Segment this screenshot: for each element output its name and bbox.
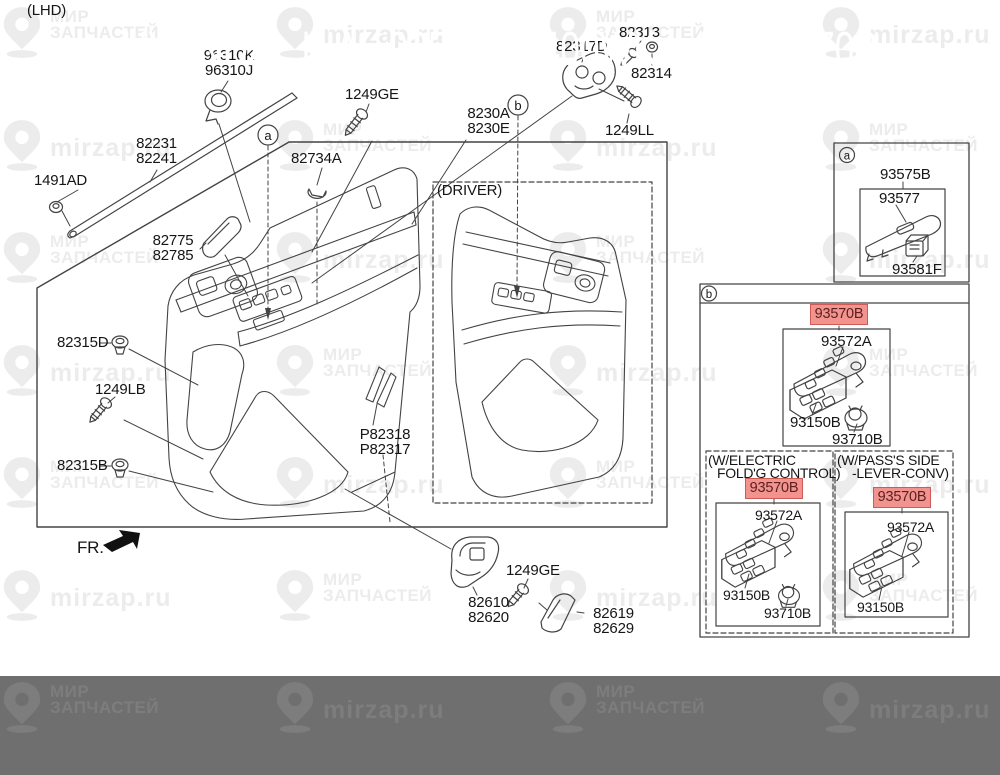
tweeter-96310 bbox=[204, 89, 232, 125]
pass-box bbox=[834, 450, 954, 634]
callout-93572a-main: 93572A bbox=[821, 333, 872, 350]
door-panel-passenger bbox=[164, 167, 421, 520]
clip-82315b bbox=[111, 458, 129, 478]
driver-box bbox=[432, 181, 653, 504]
view-b-circle bbox=[507, 94, 529, 116]
callout-1249ge-top: 1249GE bbox=[345, 86, 399, 103]
clip-82315d bbox=[111, 335, 129, 355]
fr-arrow-icon bbox=[103, 530, 140, 552]
view-b-box-letter: b bbox=[706, 289, 712, 301]
inner-handle-82610 bbox=[450, 536, 500, 588]
clip-82734a bbox=[307, 188, 327, 199]
switch-assy-93150b-pass bbox=[849, 527, 923, 598]
screw-1249ll bbox=[616, 85, 642, 109]
electric-box bbox=[705, 450, 834, 634]
switch-assy-93150b-electric bbox=[721, 517, 795, 588]
callout-82315b: 82315B bbox=[57, 457, 108, 474]
view-b-letter: b bbox=[514, 98, 521, 113]
callout-82315d: 82315D bbox=[57, 334, 109, 351]
callout-82231: 82231 82241 bbox=[136, 135, 177, 167]
callout-93572a-pass: 93572A bbox=[887, 519, 935, 535]
pass-inner-box bbox=[844, 511, 949, 618]
callout-96310: 96310K 96310J bbox=[196, 48, 262, 78]
pass-caption-1: (W/PASS'S SIDE bbox=[837, 452, 940, 468]
reflector-p82318 bbox=[365, 366, 386, 403]
callout-82734a: 82734A bbox=[291, 150, 342, 167]
callout-93572a-electric: 93572A bbox=[755, 507, 803, 523]
part-number-banner-text: HYUNDAI KIA - 935703W400WK N - 93570B bbox=[122, 0, 878, 99]
grommet-1491ad bbox=[48, 200, 64, 214]
fr-label: FR. bbox=[77, 538, 104, 557]
callout-1249ll: 1249LL bbox=[605, 122, 654, 139]
handle-cover-82775 bbox=[202, 216, 242, 258]
grommet-82314 bbox=[645, 41, 659, 53]
callout-93710b-main: 93710B bbox=[832, 431, 883, 448]
callout-8230: 8230A 8230E bbox=[467, 105, 510, 137]
callout-93710b-electric: 93710B bbox=[764, 605, 812, 621]
highlight-93570b-electric: 93570B bbox=[745, 478, 803, 499]
callout-1249ge-bottom: 1249GE bbox=[506, 562, 560, 579]
callout-82314: 82314 bbox=[631, 65, 672, 82]
pass-caption-2: -LEVER-CONV) bbox=[852, 465, 949, 481]
callout-1249lb: 1249LB bbox=[95, 381, 146, 398]
handle-cap-82619 bbox=[540, 593, 576, 633]
reflector-p82317 bbox=[376, 372, 397, 408]
callout-82610: 82610 82620 bbox=[468, 594, 509, 626]
callout-93575b: 93575B bbox=[880, 166, 931, 183]
callout-93577: 93577 bbox=[879, 190, 920, 207]
callout-93150b-electric: 93150B bbox=[723, 587, 771, 603]
mirror-switch-93710b-electric bbox=[777, 583, 801, 608]
highlight-93570b-pass: 93570B bbox=[873, 487, 931, 508]
callout-96310j: 96310J bbox=[204, 62, 253, 79]
bracket-82317d bbox=[562, 52, 616, 99]
callout-93150b-main: 93150B bbox=[790, 414, 841, 431]
callout-82313: 82313 bbox=[619, 24, 660, 41]
view-b-main-inner-box bbox=[782, 328, 891, 447]
main-box bbox=[36, 141, 668, 528]
electric-caption-1: (W/ELECTRIC bbox=[708, 452, 796, 468]
callout-93150b-pass: 93150B bbox=[857, 599, 905, 615]
banner-oem-number: HYUNDAI KIA - 935703W400WK bbox=[121, 23, 657, 76]
callout-93581f: 93581F bbox=[892, 261, 942, 278]
driver-caption: (DRIVER) bbox=[437, 182, 503, 199]
screw-1249ge-bottom bbox=[507, 583, 530, 608]
screw-1249lb bbox=[89, 397, 113, 423]
screw-82313 bbox=[620, 47, 639, 66]
weatherstrip-82231 bbox=[67, 92, 298, 239]
bezel-93577 bbox=[865, 215, 942, 262]
callout-p82318: P82318 P82317 bbox=[359, 426, 411, 458]
electric-caption-2: FOLD'G CONTROL) bbox=[717, 465, 841, 481]
screw-1249ge-top bbox=[344, 108, 369, 136]
callout-82619: 82619 82629 bbox=[593, 605, 634, 637]
electric-inner-box bbox=[715, 502, 821, 627]
view-a-letter: a bbox=[264, 128, 272, 143]
callout-96310k: 96310K bbox=[203, 47, 255, 64]
view-a-box-letter: a bbox=[844, 151, 851, 163]
door-panel-driver bbox=[451, 206, 627, 498]
view-a-box bbox=[833, 142, 970, 283]
banner-short-number: N - 93570B bbox=[698, 23, 879, 76]
lhd-label: (LHD) bbox=[27, 2, 66, 19]
view-b-box bbox=[699, 283, 970, 638]
callout-82775: 82775 82785 bbox=[152, 232, 194, 264]
highlight-93570b-main: 93570B bbox=[810, 304, 868, 325]
switch-93581f bbox=[905, 234, 929, 257]
callout-1491ad: 1491AD bbox=[34, 172, 88, 189]
